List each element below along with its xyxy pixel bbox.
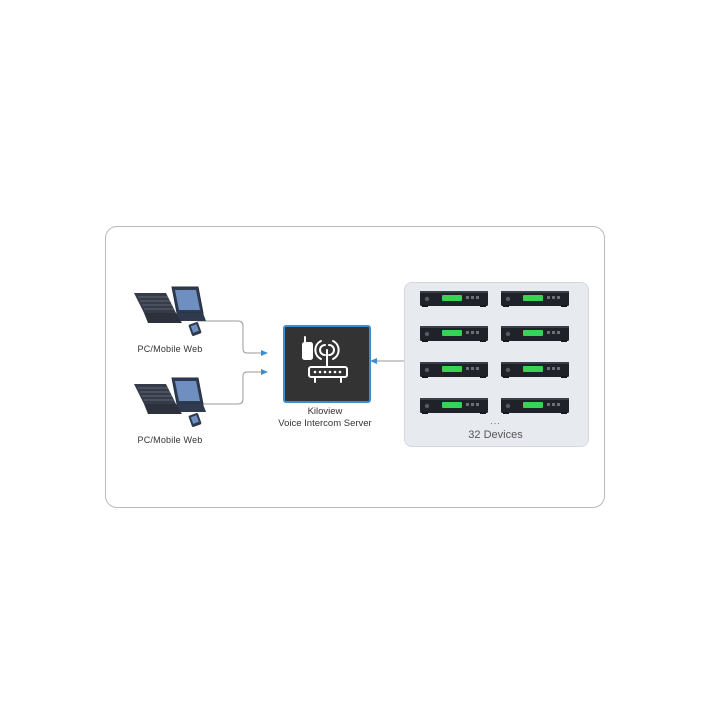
encoder-device-icon xyxy=(420,325,488,342)
client-pc-mobile-1: PC/Mobile Web xyxy=(110,285,230,355)
server-label: Kiloview Voice Intercom Server xyxy=(255,406,395,430)
arrow-head-3 xyxy=(370,358,377,364)
encoder-device-icon xyxy=(501,361,569,378)
encoder-device-icon xyxy=(501,290,569,307)
devices-ellipsis: ... xyxy=(490,416,501,426)
encoder-device-icon xyxy=(420,290,488,307)
arrow-head-2 xyxy=(261,369,268,375)
encoder-device-icon xyxy=(420,397,488,414)
encoder-device-icon xyxy=(501,325,569,342)
arrow-head-1 xyxy=(261,350,268,356)
connector-client-1 xyxy=(197,320,262,354)
intercom-server-box xyxy=(283,325,371,403)
client-label: PC/Mobile Web xyxy=(137,435,203,445)
client-label: PC/Mobile Web xyxy=(137,344,203,354)
server-name: Kiloview xyxy=(307,406,343,417)
server-description: Voice Intercom Server xyxy=(278,418,372,429)
laptop-phone-icon xyxy=(134,286,206,336)
encoder-device-icon xyxy=(420,361,488,378)
router-antenna-icon xyxy=(302,336,348,383)
encoder-device-icon xyxy=(501,397,569,414)
devices-count: 32 Devices xyxy=(468,429,523,441)
connector-client-2 xyxy=(197,371,262,405)
client-pc-mobile-2: PC/Mobile Web xyxy=(110,376,230,446)
laptop-phone-icon xyxy=(134,377,206,427)
